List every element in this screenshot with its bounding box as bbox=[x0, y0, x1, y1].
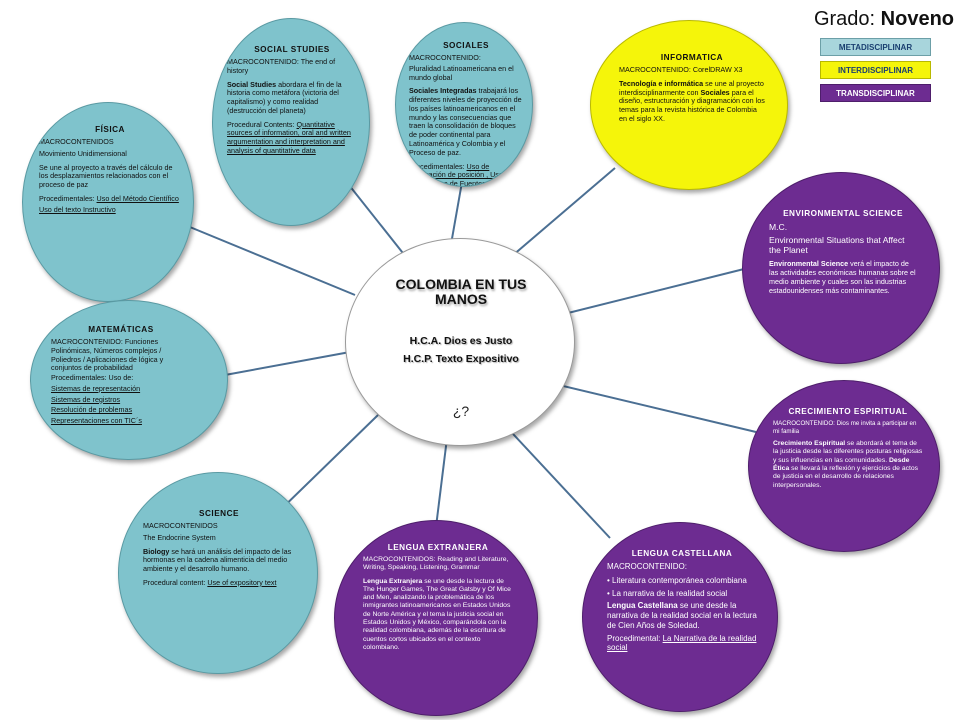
center-topic-bubble: COLOMBIA EN TUS MANOS H.C.A. Dios es Jus… bbox=[345, 238, 575, 446]
fisica-procedural: Procedimentales: Uso del Método Científi… bbox=[39, 193, 179, 203]
informatica-macro: MACROCONTENIDO: CorelDRAW X3 bbox=[619, 65, 743, 74]
science-body: Biology se hará un análisis del impacto … bbox=[143, 546, 292, 574]
social-studies-procedural: Procedural Contents: Quantitative source… bbox=[227, 119, 351, 156]
science-proc-link[interactable]: Use of expository text bbox=[207, 577, 277, 587]
crecimiento-body: Crecimiento Espiritual se abordará el te… bbox=[773, 440, 923, 489]
connector-matematicas bbox=[224, 351, 351, 376]
matematicas-link-3[interactable]: Resolución de problemas bbox=[51, 405, 133, 415]
matematicas-link-2[interactable]: Sistemas de registros bbox=[51, 394, 121, 404]
crecimiento-title: CRECIMIENTO ESPIRITUAL bbox=[788, 407, 908, 416]
sociales-proc-link[interactable]: Uso de declaración de posición , Uso del… bbox=[409, 161, 515, 187]
sociales-macro-value: Pluralidad Latinoamericana en el mundo g… bbox=[409, 63, 514, 82]
lengua-castellana-proc-link[interactable]: La Narrativa de la realidad social bbox=[607, 633, 757, 653]
fisica-proc-link-2[interactable]: Uso del texto Instructivo bbox=[39, 204, 116, 214]
center-question: ¿? bbox=[452, 403, 470, 419]
social-studies-body: Social Studies abordara el fin de la his… bbox=[227, 79, 342, 115]
matematicas-procedural: Procedimentales: Uso de: bbox=[51, 373, 134, 383]
environmental-macro-value: Environmental Situations that Affect the… bbox=[769, 235, 905, 256]
lengua-castellana-title: LENGUA CASTELLANA bbox=[631, 549, 733, 558]
connector-social-studies bbox=[344, 179, 411, 263]
matematicas-macro: MACROCONTENIDO: Funciones Polinómicas, N… bbox=[51, 337, 164, 373]
science-procedural: Procedural content: Use of expository te… bbox=[143, 577, 277, 587]
grade-label: Grado: Noveno bbox=[813, 8, 954, 30]
fisica-macro-value: Movimiento Unidimensional bbox=[39, 148, 127, 158]
center-hca: H.C.A. Dios es Justo bbox=[409, 335, 513, 347]
bubble-fisica: FÍSICA MACROCONTENIDOS Movimiento Unidim… bbox=[22, 102, 194, 302]
legend-metadisciplinar: METADISCIPLINAR bbox=[820, 38, 931, 56]
connector-crecimiento bbox=[537, 379, 757, 433]
environmental-body: Environmental Science verá el impacto de… bbox=[769, 259, 916, 295]
science-title: SCIENCE bbox=[199, 509, 239, 518]
bubble-matematicas: MATEMÁTICAS MACROCONTENIDO: Funciones Po… bbox=[30, 300, 228, 460]
sociales-macro: MACROCONTENIDO: bbox=[409, 53, 481, 62]
connector-environmental bbox=[539, 267, 749, 321]
matematicas-title: MATEMÁTICAS bbox=[88, 325, 154, 334]
matematicas-link-1[interactable]: Sistemas de representación bbox=[51, 383, 141, 393]
connector-lengua-extranjera bbox=[434, 429, 449, 536]
legend-transdisciplinar: TRANSDISCIPLINAR bbox=[820, 84, 931, 102]
sociales-procedural: Procedimentales: Uso de declaración de p… bbox=[409, 161, 523, 187]
bubble-lengua-extranjera: LENGUA EXTRANJERA MACROCONTENIDOS: Readi… bbox=[334, 520, 538, 716]
bubble-science: SCIENCE MACROCONTENIDOS The Endocrine Sy… bbox=[118, 472, 318, 674]
bubble-crecimiento-espiritual: CRECIMIENTO ESPIRITUAL MACROCONTENIDO: D… bbox=[748, 380, 940, 552]
lengua-castellana-item-1: • Literatura contemporánea colombiana bbox=[607, 575, 747, 585]
fisica-proc-link[interactable]: Uso del Método Científico bbox=[96, 193, 179, 203]
bubble-environmental-science: ENVIRONMENTAL SCIENCE M.C. Environmental… bbox=[742, 172, 940, 364]
lengua-castellana-procedural: Procedimental: La Narrativa de la realid… bbox=[607, 633, 757, 653]
bubble-informatica: INFORMATICA MACROCONTENIDO: CorelDRAW X3… bbox=[590, 20, 788, 190]
center-hcp: H.C.P. Texto Expositivo bbox=[403, 353, 519, 365]
science-macro-value: The Endocrine System bbox=[143, 532, 216, 542]
lengua-extranjera-title: LENGUA EXTRANJERA bbox=[387, 543, 489, 552]
lengua-extranjera-body: Lengua Extranjera se une desde la lectur… bbox=[363, 577, 511, 651]
social-studies-title: SOCIAL STUDIES bbox=[254, 45, 330, 54]
connector-informatica bbox=[504, 167, 616, 263]
social-studies-proc-link[interactable]: Quantitative sources of information, ora… bbox=[227, 119, 351, 156]
matematicas-link-4[interactable]: Representaciones con TIC´s bbox=[51, 416, 142, 426]
bubble-sociales: SOCIALES MACROCONTENIDO: Pluralidad Lati… bbox=[395, 22, 533, 187]
legend-interdisciplinar: INTERDISCIPLINAR bbox=[820, 61, 931, 79]
environmental-macro: M.C. bbox=[769, 222, 788, 232]
bubble-lengua-castellana: LENGUA CASTELLANA MACROCONTENIDO: • Lite… bbox=[582, 522, 778, 712]
informatica-title: INFORMATICA bbox=[660, 53, 724, 62]
science-macro: MACROCONTENIDOS bbox=[143, 521, 218, 530]
sociales-title: SOCIALES bbox=[443, 41, 489, 50]
sociales-body: Sociales Integradas trabajará los difere… bbox=[409, 86, 522, 157]
connector-lengua-castellana bbox=[499, 419, 611, 539]
social-studies-macro: MACROCONTENIDO: The end of history bbox=[227, 57, 336, 75]
environmental-title: ENVIRONMENTAL SCIENCE bbox=[783, 209, 903, 218]
bubble-social-studies: SOCIAL STUDIES MACROCONTENIDO: The end o… bbox=[212, 18, 370, 226]
lengua-castellana-body: Lengua Castellana se une desde la narrat… bbox=[607, 601, 757, 630]
center-title: COLOMBIA EN TUS MANOS bbox=[395, 276, 527, 307]
lengua-castellana-macro: MACROCONTENIDO: bbox=[607, 562, 687, 571]
lengua-castellana-item-2: • La narrativa de la realidad social bbox=[607, 588, 728, 598]
informatica-body: Tecnología e informática se une al proye… bbox=[619, 78, 765, 123]
crecimiento-macro: MACROCONTENIDO: Dios me invita a partici… bbox=[773, 420, 917, 435]
fisica-macro: MACROCONTENIDOS bbox=[39, 137, 114, 146]
lengua-extranjera-macro: MACROCONTENIDOS: Reading and Literature,… bbox=[363, 556, 509, 572]
fisica-body: Se une al proyecto a través del cálculo … bbox=[39, 162, 173, 190]
fisica-title: FÍSICA bbox=[95, 125, 125, 134]
connector-fisica bbox=[184, 224, 356, 296]
